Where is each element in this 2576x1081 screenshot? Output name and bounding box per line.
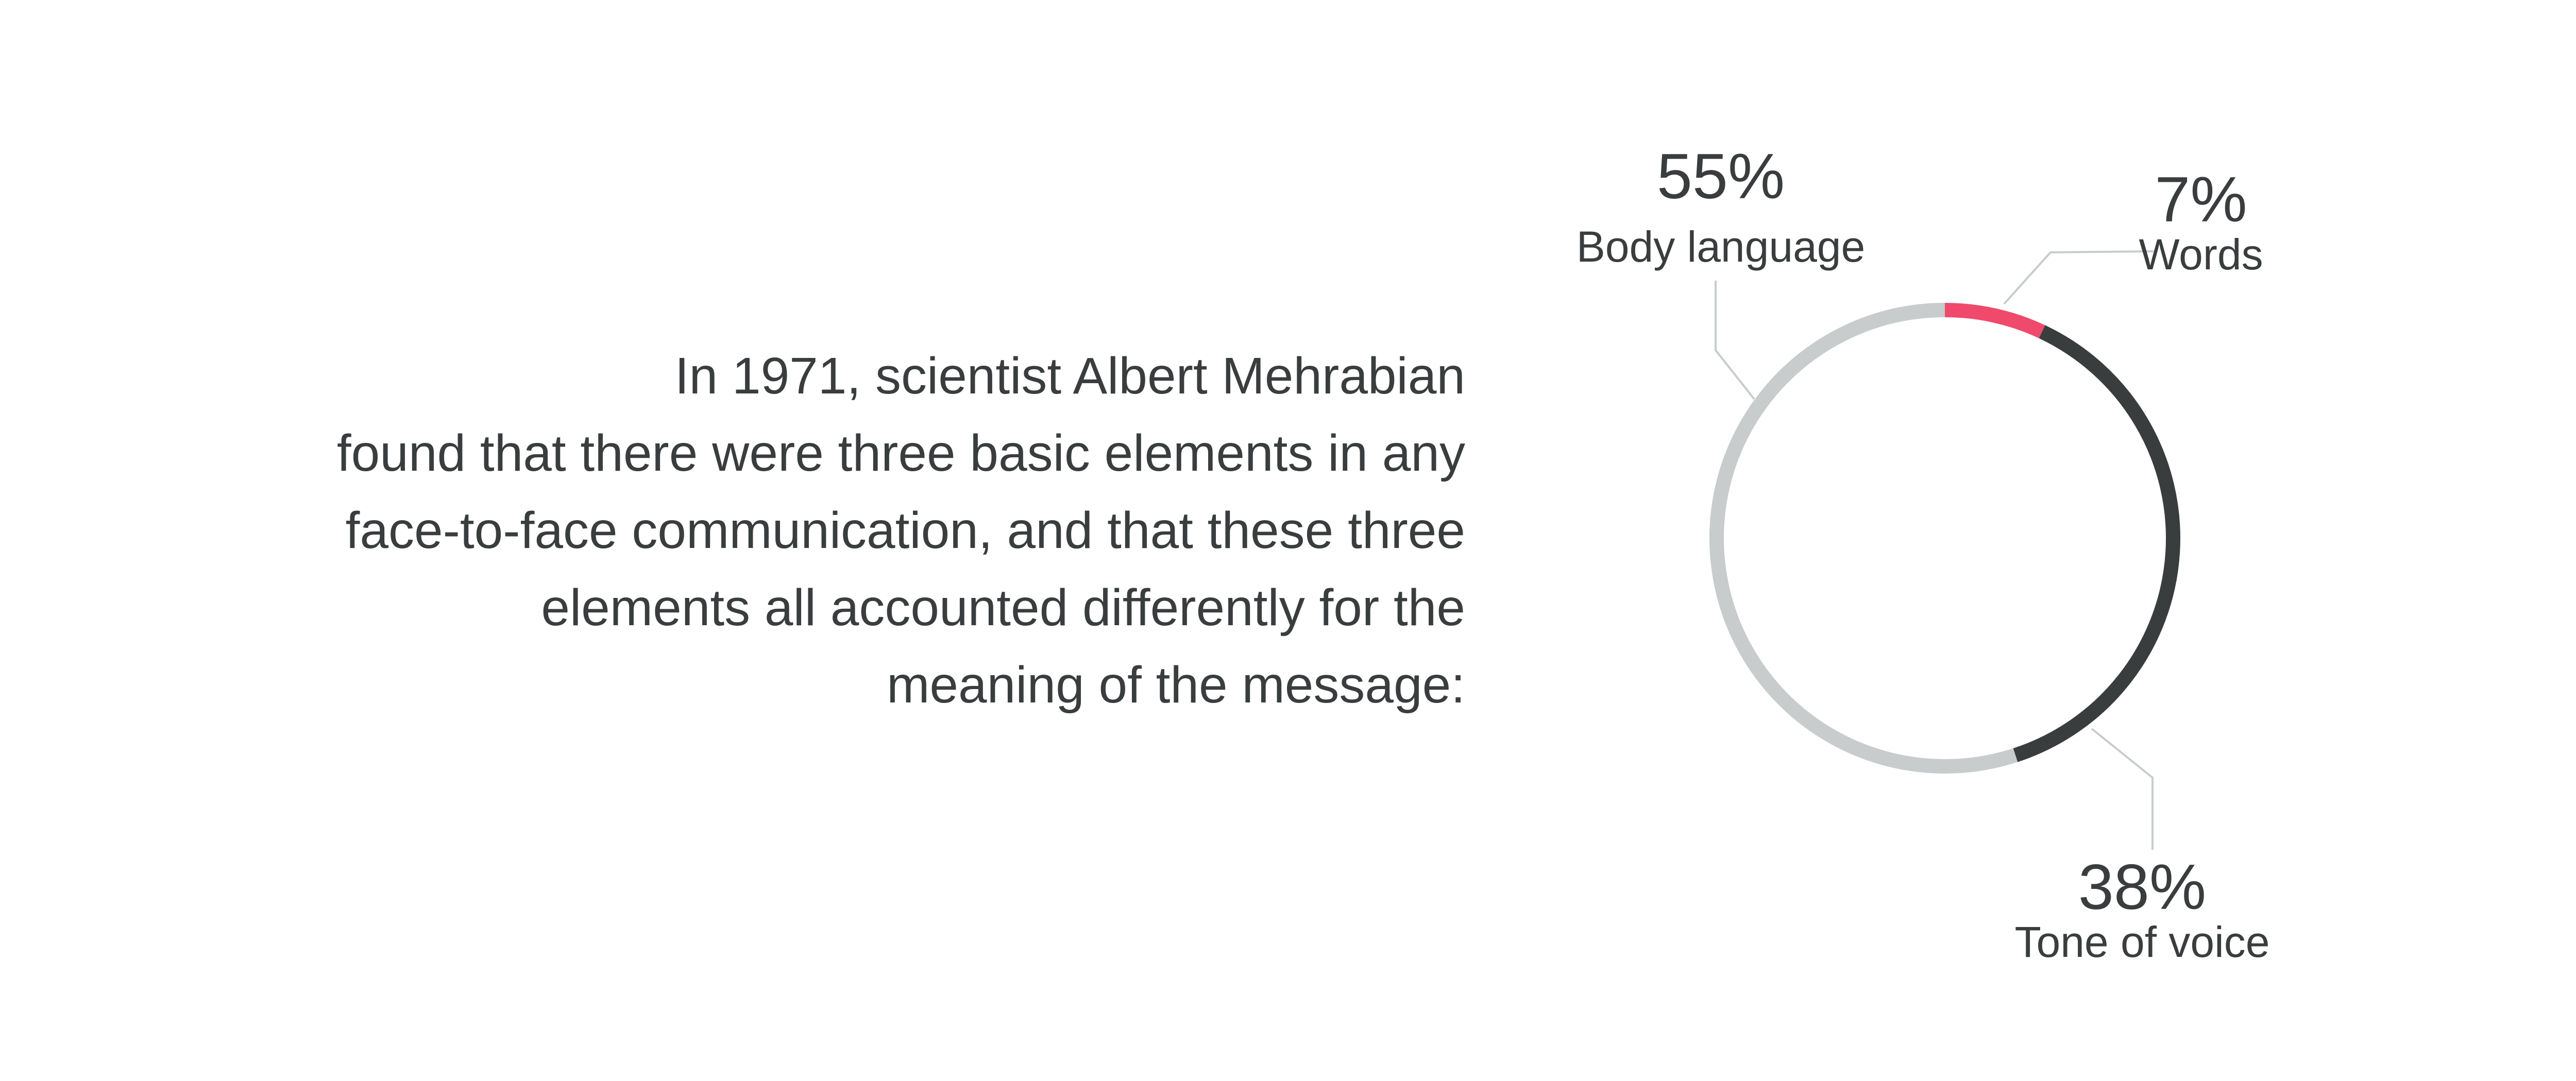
leader-line-tone-of-voice xyxy=(2091,728,2154,850)
intro-line: face-to-face communication, and that the… xyxy=(345,502,1465,559)
leader-lines xyxy=(1715,250,2154,850)
slice-percent-label: 38% xyxy=(2078,852,2206,923)
intro-line: elements all accounted differently for t… xyxy=(541,579,1465,637)
slice-percent-label: 55% xyxy=(1657,141,1785,212)
ring-segment-body-language xyxy=(1709,303,2018,774)
slice-name-label: Body language xyxy=(1577,222,1865,271)
slice-percent-label: 7% xyxy=(2155,164,2247,235)
ring-segment-words xyxy=(1944,303,2045,338)
ring-segment-tone-of-voice xyxy=(2013,325,2180,762)
intro-line: meaning of the message: xyxy=(887,656,1465,714)
intro-paragraph: In 1971, scientist Albert Mehrabian foun… xyxy=(126,337,1465,724)
slice-labels: 7% Words 38% Tone of voice 55% Body lang… xyxy=(1577,141,2270,966)
leader-line-body-language xyxy=(1715,281,1755,400)
slice-name-label: Words xyxy=(2139,230,2263,279)
donut-ring xyxy=(1709,303,2180,774)
leader-line-words xyxy=(2003,250,2154,305)
intro-line: found that there were three basic elemen… xyxy=(336,424,1465,482)
intro-line: In 1971, scientist Albert Mehrabian xyxy=(674,347,1465,405)
slice-name-label: Tone of voice xyxy=(2015,918,2270,966)
